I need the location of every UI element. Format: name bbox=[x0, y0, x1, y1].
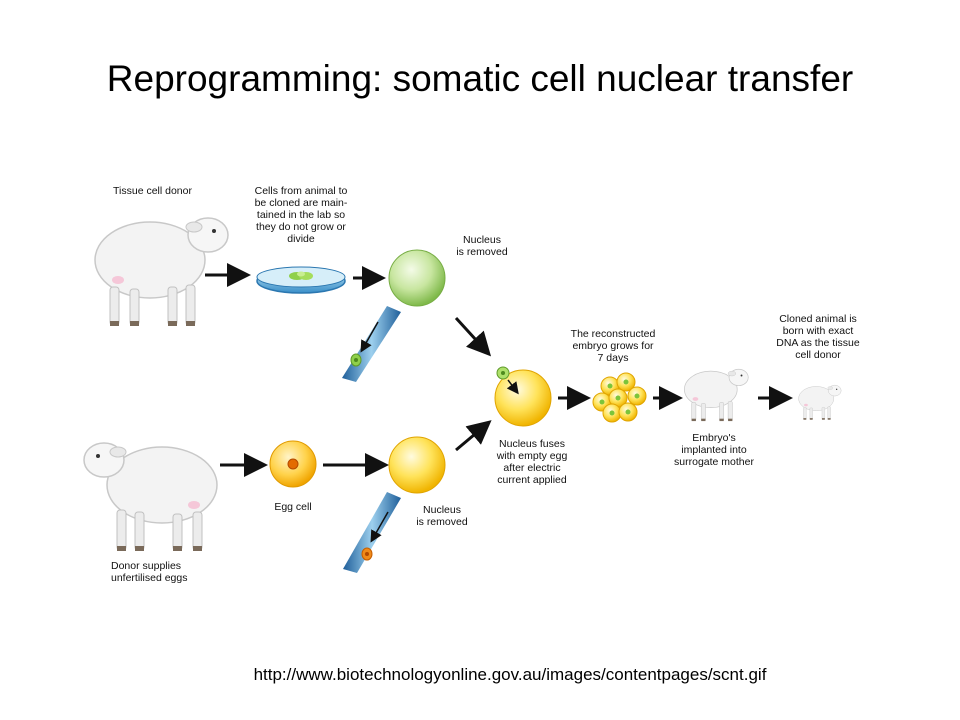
egg-donor-sheep bbox=[83, 442, 218, 552]
arrow bbox=[455, 420, 492, 452]
somatic-cell bbox=[388, 249, 446, 307]
slide-title: Reprogramming: somatic cell nuclear tran… bbox=[106, 58, 854, 99]
source-url: http://www.biotechnologyonline.gov.au/im… bbox=[253, 665, 767, 684]
label-reconstructed: The reconstructed embryo grows for 7 day… bbox=[570, 328, 656, 364]
label-nucleus-removed-top: Nucleus is removed bbox=[456, 234, 508, 258]
label-cells-cloned: Cells from animal to be cloned are main-… bbox=[254, 185, 348, 245]
embryo-cluster bbox=[592, 372, 647, 423]
label-nucleus-removed-bottom: Nucleus is removed bbox=[416, 504, 468, 528]
tissue-donor-sheep bbox=[94, 217, 229, 327]
surrogate-sheep bbox=[684, 368, 749, 422]
label-egg-cell: Egg cell bbox=[274, 501, 312, 513]
label-tissue-donor: Tissue cell donor bbox=[113, 185, 192, 197]
label-nucleus-fuses: Nucleus fuses with empty egg after elect… bbox=[496, 438, 568, 486]
petri-dish bbox=[256, 266, 346, 294]
pipette-top bbox=[342, 306, 401, 382]
empty-egg bbox=[388, 436, 446, 494]
egg-nucleus bbox=[287, 458, 299, 470]
label-cloned-animal: Cloned animal is born with exact DNA as … bbox=[776, 313, 860, 361]
arrow bbox=[454, 316, 492, 357]
label-embryo-implanted: Embryo's implanted into surrogate mother bbox=[674, 432, 754, 468]
cloned-lamb bbox=[798, 384, 842, 420]
label-donor-supplies: Donor supplies unfertilised eggs bbox=[111, 560, 188, 584]
pipette-bottom bbox=[343, 492, 401, 573]
